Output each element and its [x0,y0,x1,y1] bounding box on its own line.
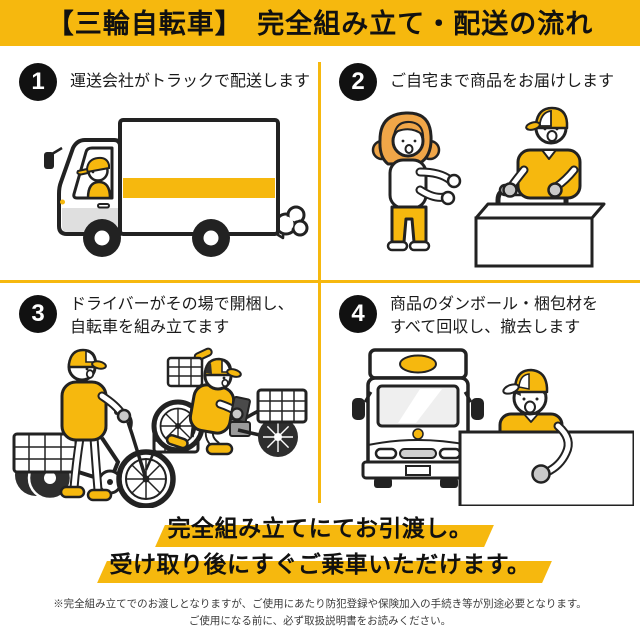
page-title: 【三輪自転車】 完全組み立て・配送の流れ [0,0,640,46]
footnote-line-2: ご使用になる前に、必ず取扱説明書をお読みください。 [188,615,452,627]
handover-banner-line-1: 完全組み立てにてお引渡し。 [0,512,640,547]
grid-divider-horizontal [0,280,640,283]
footnote-line-1: ※完全組み立てでのお渡しとなりますが、ご使用にあたり防犯登録や保険加入の手続き等… [53,598,587,610]
step-3-text: ドライバーがその場で開梱し、 自転車を組み立てます [70,296,294,336]
handover-banner-line-2: 受け取り後にすぐご乗車いただけます。 [0,548,640,583]
step-1-text: 運送会社がトラックで配送します [70,73,311,90]
tricycle-assembly-illustration [12,347,308,508]
step-4-number-badge: 4 [339,295,377,333]
step-1-number-badge: 1 [19,63,57,101]
step-3-number-badge: 3 [19,295,57,333]
footnotes: ※完全組み立てでのお渡しとなりますが、ご使用にあたり防犯登録や保険加入の手続き等… [0,596,640,630]
delivery-truck-illustration [44,118,309,257]
step-2-number-badge: 2 [339,63,377,101]
home-handoff-illustration [371,106,606,268]
packaging-removal-illustration [352,348,634,506]
step-4-text: 商品のダンボール・梱包材を すべて回収し、撤去します [390,296,599,336]
step-2-text: ご自宅まで商品をお届けします [390,73,615,90]
